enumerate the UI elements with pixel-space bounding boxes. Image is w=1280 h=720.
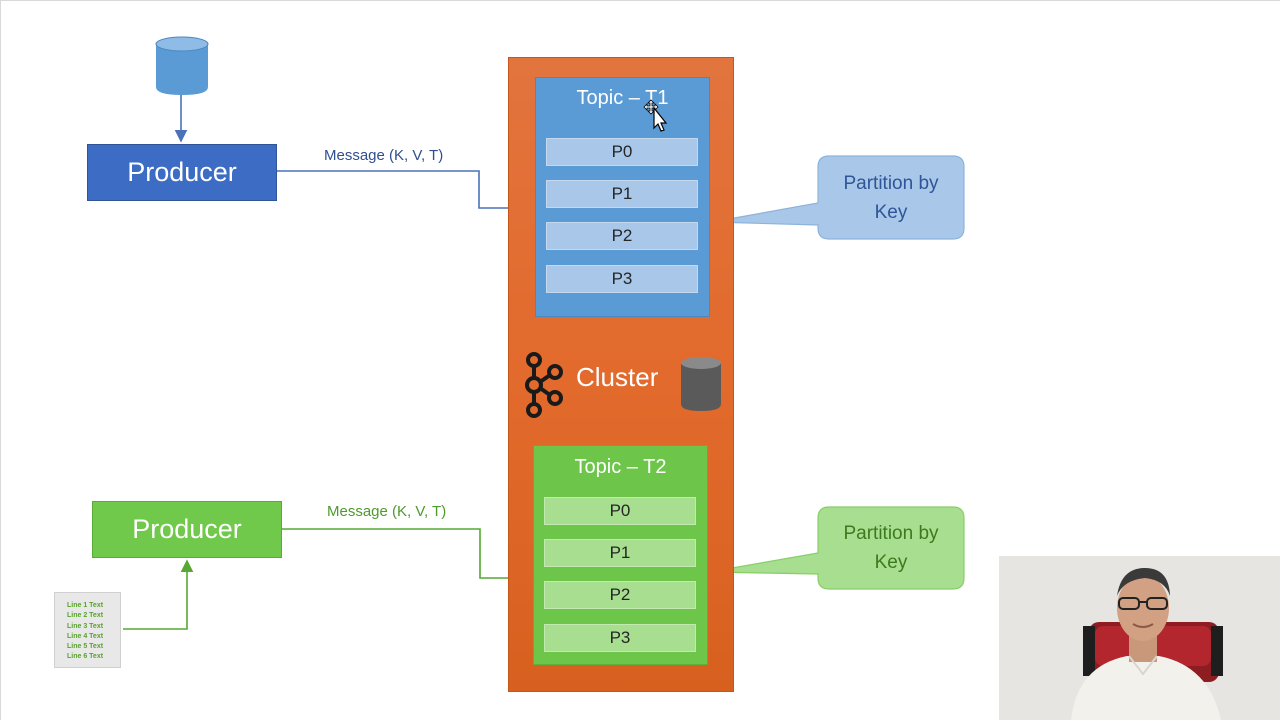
producer-box-top: Producer bbox=[87, 144, 277, 201]
producer-box-bottom: Producer bbox=[92, 501, 282, 558]
partition-p2: P2 bbox=[544, 581, 696, 609]
partition-p3: P3 bbox=[544, 624, 696, 652]
partition-p3: P3 bbox=[546, 265, 698, 293]
presenter-image bbox=[999, 556, 1280, 720]
callout-line: Partition by bbox=[843, 523, 939, 544]
callout-line: Partition by bbox=[843, 173, 939, 194]
document-line: Line 6 Text bbox=[67, 653, 104, 661]
partition-p1: P1 bbox=[544, 539, 696, 567]
producer-label: Producer bbox=[127, 157, 237, 187]
partition-callout-green bbox=[708, 506, 965, 590]
kafka-logo-icon bbox=[525, 352, 563, 418]
partition-callout-text-top: Partition by Key bbox=[818, 169, 964, 227]
document-line: Line 1 Text bbox=[67, 602, 104, 609]
producer-to-topic-t1-arrow bbox=[277, 170, 534, 215]
database-icon bbox=[681, 357, 721, 411]
database-icon bbox=[155, 36, 209, 95]
message-label-top: Message (K, V, T) bbox=[324, 147, 444, 164]
document-line: Line 2 Text bbox=[67, 612, 104, 620]
document-icon: Line 1 Text Line 2 Text Line 3 Text Line… bbox=[54, 592, 121, 668]
topic-title: Topic – T2 bbox=[574, 456, 667, 478]
document-line: Line 3 Text bbox=[67, 622, 104, 630]
topic-t1-box: Topic – T1 P0 P1 P2 P3 bbox=[535, 77, 710, 317]
document-line: Line 4 Text bbox=[67, 632, 104, 640]
document-to-producer-arrow bbox=[123, 559, 194, 630]
presenter-webcam bbox=[999, 556, 1280, 720]
partition-p0: P0 bbox=[544, 497, 696, 525]
callout-line: Key bbox=[874, 202, 908, 223]
partition-callout-text-bottom: Partition by Key bbox=[818, 519, 964, 577]
partition-p2: P2 bbox=[546, 222, 698, 250]
move-cursor-icon bbox=[643, 99, 668, 132]
cluster-label: Cluster bbox=[576, 362, 659, 392]
callout-line: Key bbox=[874, 552, 908, 573]
partition-p1: P1 bbox=[546, 180, 698, 208]
partition-p0: P0 bbox=[546, 138, 698, 166]
topic-t2-box: Topic – T2 P0 P1 P2 P3 bbox=[533, 445, 708, 665]
topic-title: Topic – T1 bbox=[576, 87, 669, 109]
partition-callout-blue bbox=[711, 155, 965, 240]
document-line: Line 5 Text bbox=[67, 643, 104, 651]
producer-label: Producer bbox=[132, 514, 242, 544]
producer-to-topic-t2-arrow bbox=[282, 528, 533, 585]
message-label-bottom: Message (K, V, T) bbox=[327, 503, 447, 520]
